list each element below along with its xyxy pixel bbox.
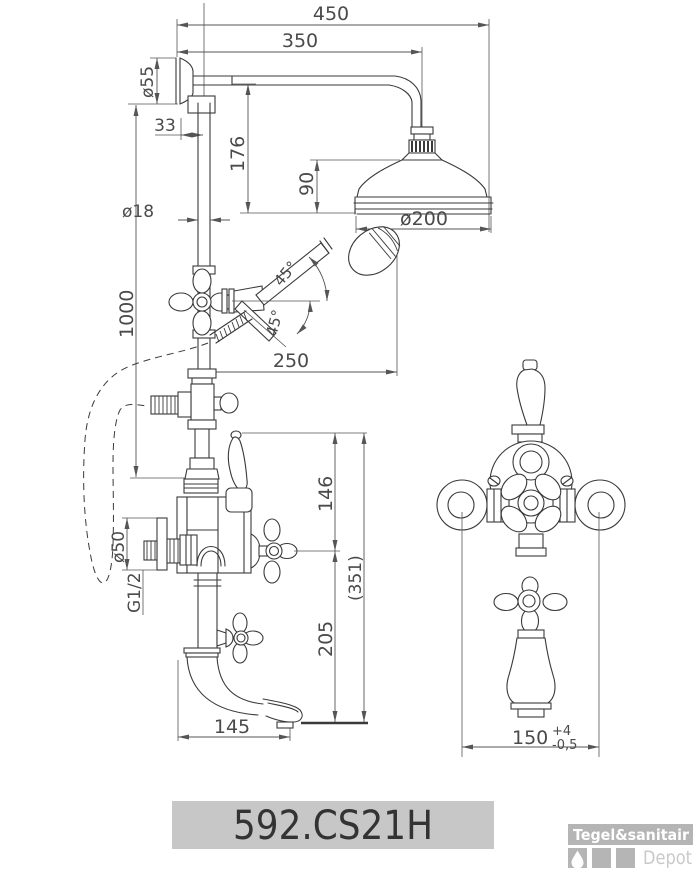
dim-250-label: 250: [273, 350, 309, 372]
dim-145: 145: [177, 660, 291, 741]
dim-145-label: 145: [214, 716, 250, 738]
shower-hose-dashed: [83, 342, 209, 584]
front-neck: [515, 533, 547, 557]
dim-146-label: 146: [315, 476, 337, 512]
dim-450-label: 450: [313, 3, 349, 25]
dim-45-lower-label: 45°: [262, 308, 286, 338]
dim-205-label: 205: [315, 621, 337, 657]
dim-33-label: 33: [154, 116, 176, 136]
dim-350-label: 350: [282, 30, 318, 52]
tub-spout: [183, 647, 303, 729]
shower-head-connector: [400, 126, 444, 161]
dim-351-label: (351): [346, 555, 366, 601]
dim-450: 450: [176, 3, 490, 232]
brand-square-2: [592, 848, 611, 868]
front-lower-cross-handle: [493, 576, 568, 634]
front-wall-unions: [436, 479, 626, 531]
brand-bar: [568, 824, 693, 845]
product-code-plate: 592.CS21H: [172, 801, 494, 849]
dim-55-label: ø55: [138, 66, 158, 98]
wall-inlet-thread: [143, 517, 181, 571]
lower-cross-handle-side: [216, 612, 264, 664]
dim-g12: G1/2: [125, 570, 145, 615]
dim-33: 33: [154, 116, 203, 140]
front-cross-handle: [500, 473, 562, 533]
dim-90-label: 90: [296, 172, 318, 196]
brand-logo: Tegel&sanitair Depot: [568, 824, 693, 869]
valve-body: [176, 487, 253, 574]
dim-200-label: ø200: [400, 208, 448, 230]
dim-350: 350: [177, 30, 423, 128]
dim-18-label: ø18: [122, 202, 154, 222]
lower-column: [193, 572, 222, 649]
dim-18: ø18: [122, 202, 230, 223]
dim-205: 205: [315, 551, 338, 722]
front-valve-body: [487, 440, 574, 524]
brand-subname: Depot: [643, 847, 692, 869]
dim-146: 146: [315, 433, 338, 551]
front-lever: [511, 359, 546, 443]
hand-shower: [255, 225, 401, 306]
dim-150: 150 +4 -0,5: [461, 512, 600, 757]
wall-flange: [175, 57, 216, 114]
hose-outlet-assembly: [150, 368, 239, 494]
front-spout: [506, 629, 556, 718]
hose-ribbed-section: [209, 310, 253, 344]
dim-176: 176: [227, 83, 256, 213]
dim-351: (351): [346, 433, 367, 722]
brand-name: Tegel&sanitair: [573, 826, 690, 844]
product-code: 592.CS21H: [233, 803, 433, 849]
dim-176-label: 176: [227, 136, 249, 172]
side-view: 450 350 ø55 33: [83, 3, 494, 741]
dim-150-tolerance-minus: -0,5: [552, 738, 577, 753]
rain-shower-head: [353, 159, 494, 215]
shower-arm: [192, 75, 422, 128]
dim-1000: 1000: [116, 105, 198, 479]
front-view: 150 +4 -0,5: [436, 359, 626, 757]
water-drop-icon: [571, 850, 584, 869]
dim-50-label: ø50: [109, 531, 129, 563]
brand-square-3: [616, 848, 635, 868]
product-code-background: [172, 801, 494, 849]
dim-90: 90: [296, 159, 400, 213]
dim-150-tolerance-plus: +4: [552, 724, 571, 739]
dim-150-label: 150: [512, 727, 548, 749]
dim-55: ø55: [128, 57, 178, 105]
dim-250: 250: [204, 254, 398, 376]
dim-g12-label: G1/2: [125, 572, 145, 613]
upper-cross-handle-side: [250, 518, 298, 584]
dim-50: ø50: [109, 517, 157, 571]
dim-1000-label: 1000: [116, 290, 138, 338]
